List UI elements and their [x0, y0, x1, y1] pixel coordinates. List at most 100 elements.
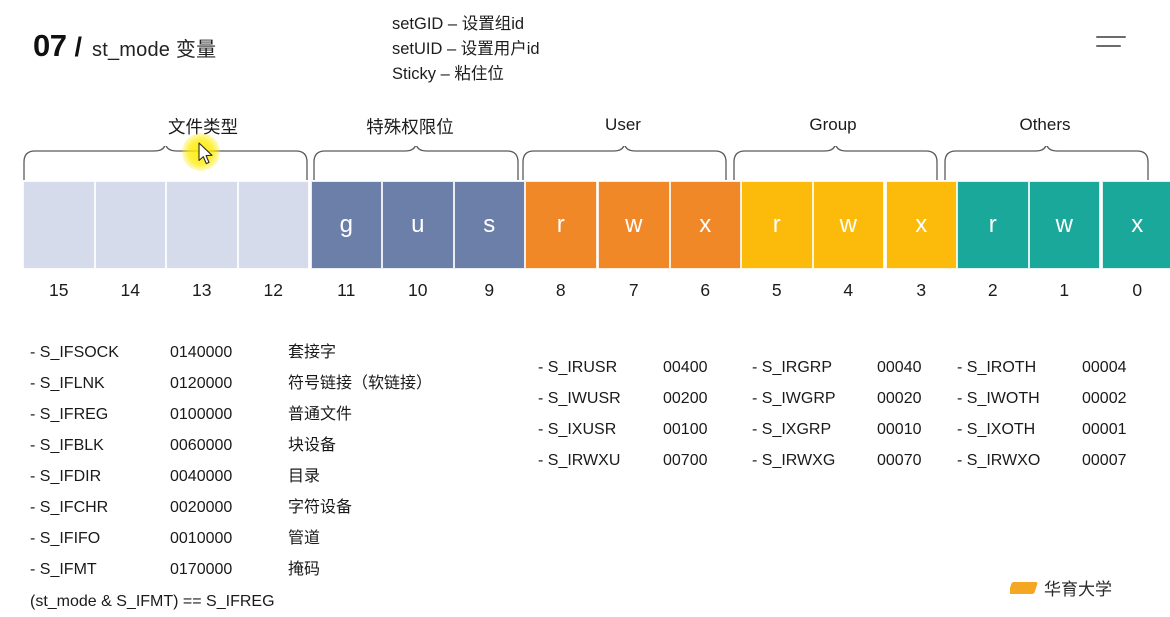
group-label-others: Others [982, 115, 1108, 135]
constant-name: - S_IFCHR [30, 492, 170, 523]
note-sticky: Sticky – 粘住位 [392, 62, 540, 87]
constant-value: 00001 [1082, 414, 1127, 445]
constant-value: 00010 [877, 414, 922, 445]
bit-cell-0: x [1102, 181, 1170, 269]
constant-value: 0020000 [170, 492, 288, 523]
bit-number-15: 15 [23, 280, 95, 301]
bit-number-7: 7 [598, 280, 670, 301]
menu-line-2 [1096, 45, 1121, 47]
bit-number-4: 4 [813, 280, 885, 301]
constant-description: 字符设备 [288, 492, 352, 523]
bit-cell-10: u [382, 181, 454, 269]
bit-letter: r [773, 211, 781, 239]
bit-cell-2: r [957, 181, 1029, 269]
constant-value: 00100 [663, 414, 708, 445]
bit-cell-8: r [525, 181, 597, 269]
constant-description: 套接字 [288, 337, 336, 368]
bit-letter: w [1056, 211, 1073, 239]
bit-number-2: 2 [957, 280, 1029, 301]
bit-letter: x [1131, 211, 1143, 239]
slide-number: 07 [33, 28, 66, 64]
constant-value: 00040 [877, 352, 922, 383]
bit-number-9: 9 [454, 280, 526, 301]
group-label-user: User [560, 115, 686, 135]
bit-letter: u [411, 211, 424, 239]
constant-value: 0010000 [170, 523, 288, 554]
constant-description: 块设备 [288, 430, 336, 461]
note-setgid: setGID – 设置组id [392, 12, 540, 37]
constant-name: - S_IFBLK [30, 430, 170, 461]
constant-name: - S_IRWXU [538, 445, 663, 476]
constant-value: 0120000 [170, 368, 288, 399]
constant-name: - S_IRGRP [752, 352, 877, 383]
constant-name: - S_IFSOCK [30, 337, 170, 368]
constant-description: 普通文件 [288, 399, 352, 430]
bit-cell-1: w [1029, 181, 1101, 269]
constant-name: - S_IWOTH [957, 383, 1082, 414]
constant-name: - S_IRWXG [752, 445, 877, 476]
note-setuid: setUID – 设置用户id [392, 37, 540, 62]
constant-description: 目录 [288, 461, 320, 492]
constant-name: - S_IROTH [957, 352, 1082, 383]
constant-value: 0060000 [170, 430, 288, 461]
constant-name: - S_IXOTH [957, 414, 1082, 445]
bit-letter: g [340, 211, 353, 239]
constant-name: - S_IFLNK [30, 368, 170, 399]
bit-letter: w [625, 211, 642, 239]
bit-letter: r [557, 211, 565, 239]
constant-description: 管道 [288, 523, 320, 554]
bit-cell-14 [95, 181, 167, 269]
brace-user [522, 146, 727, 180]
constant-name: - S_IFIFO [30, 523, 170, 554]
constant-value: 00700 [663, 445, 708, 476]
constant-value: 00004 [1082, 352, 1127, 383]
group-label-special: 特殊权限位 [325, 114, 495, 139]
constant-value: 00200 [663, 383, 708, 414]
constant-value: 0140000 [170, 337, 288, 368]
bit-number-11: 11 [311, 280, 383, 301]
bit-number-6: 6 [670, 280, 742, 301]
bit-number-0: 0 [1102, 280, 1170, 301]
constant-value: 0100000 [170, 399, 288, 430]
constant-name: - S_IWUSR [538, 383, 663, 414]
brace-filetype [23, 146, 308, 180]
group-label-group: Group [770, 115, 896, 135]
constant-value: 00400 [663, 352, 708, 383]
bit-number-14: 14 [95, 280, 167, 301]
filetype-check-expression: (st_mode & S_IFMT) == S_IFREG [30, 586, 432, 617]
bit-number-3: 3 [886, 280, 958, 301]
brace-special [313, 146, 519, 180]
menu-line-1 [1096, 36, 1126, 38]
bit-number-1: 1 [1029, 280, 1101, 301]
brace-group [733, 146, 938, 180]
bit-number-5: 5 [741, 280, 813, 301]
slide-header: 07 / st_mode 变量 setGID – 设置组id setUID – … [0, 0, 1170, 95]
bit-cell-7: w [598, 181, 670, 269]
page-title: 07 / st_mode 变量 [33, 28, 216, 64]
constant-value: 0170000 [170, 554, 288, 585]
logo-mark-icon [1010, 582, 1038, 594]
bit-letter: r [989, 211, 997, 239]
group-label-filetype: 文件类型 [118, 114, 288, 139]
header-notes: setGID – 设置组id setUID – 设置用户id Sticky – … [392, 12, 540, 87]
bit-letter: x [915, 211, 927, 239]
constant-value: 00002 [1082, 383, 1127, 414]
hamburger-menu-icon[interactable] [1096, 36, 1126, 50]
constant-description: 掩码 [288, 554, 320, 585]
